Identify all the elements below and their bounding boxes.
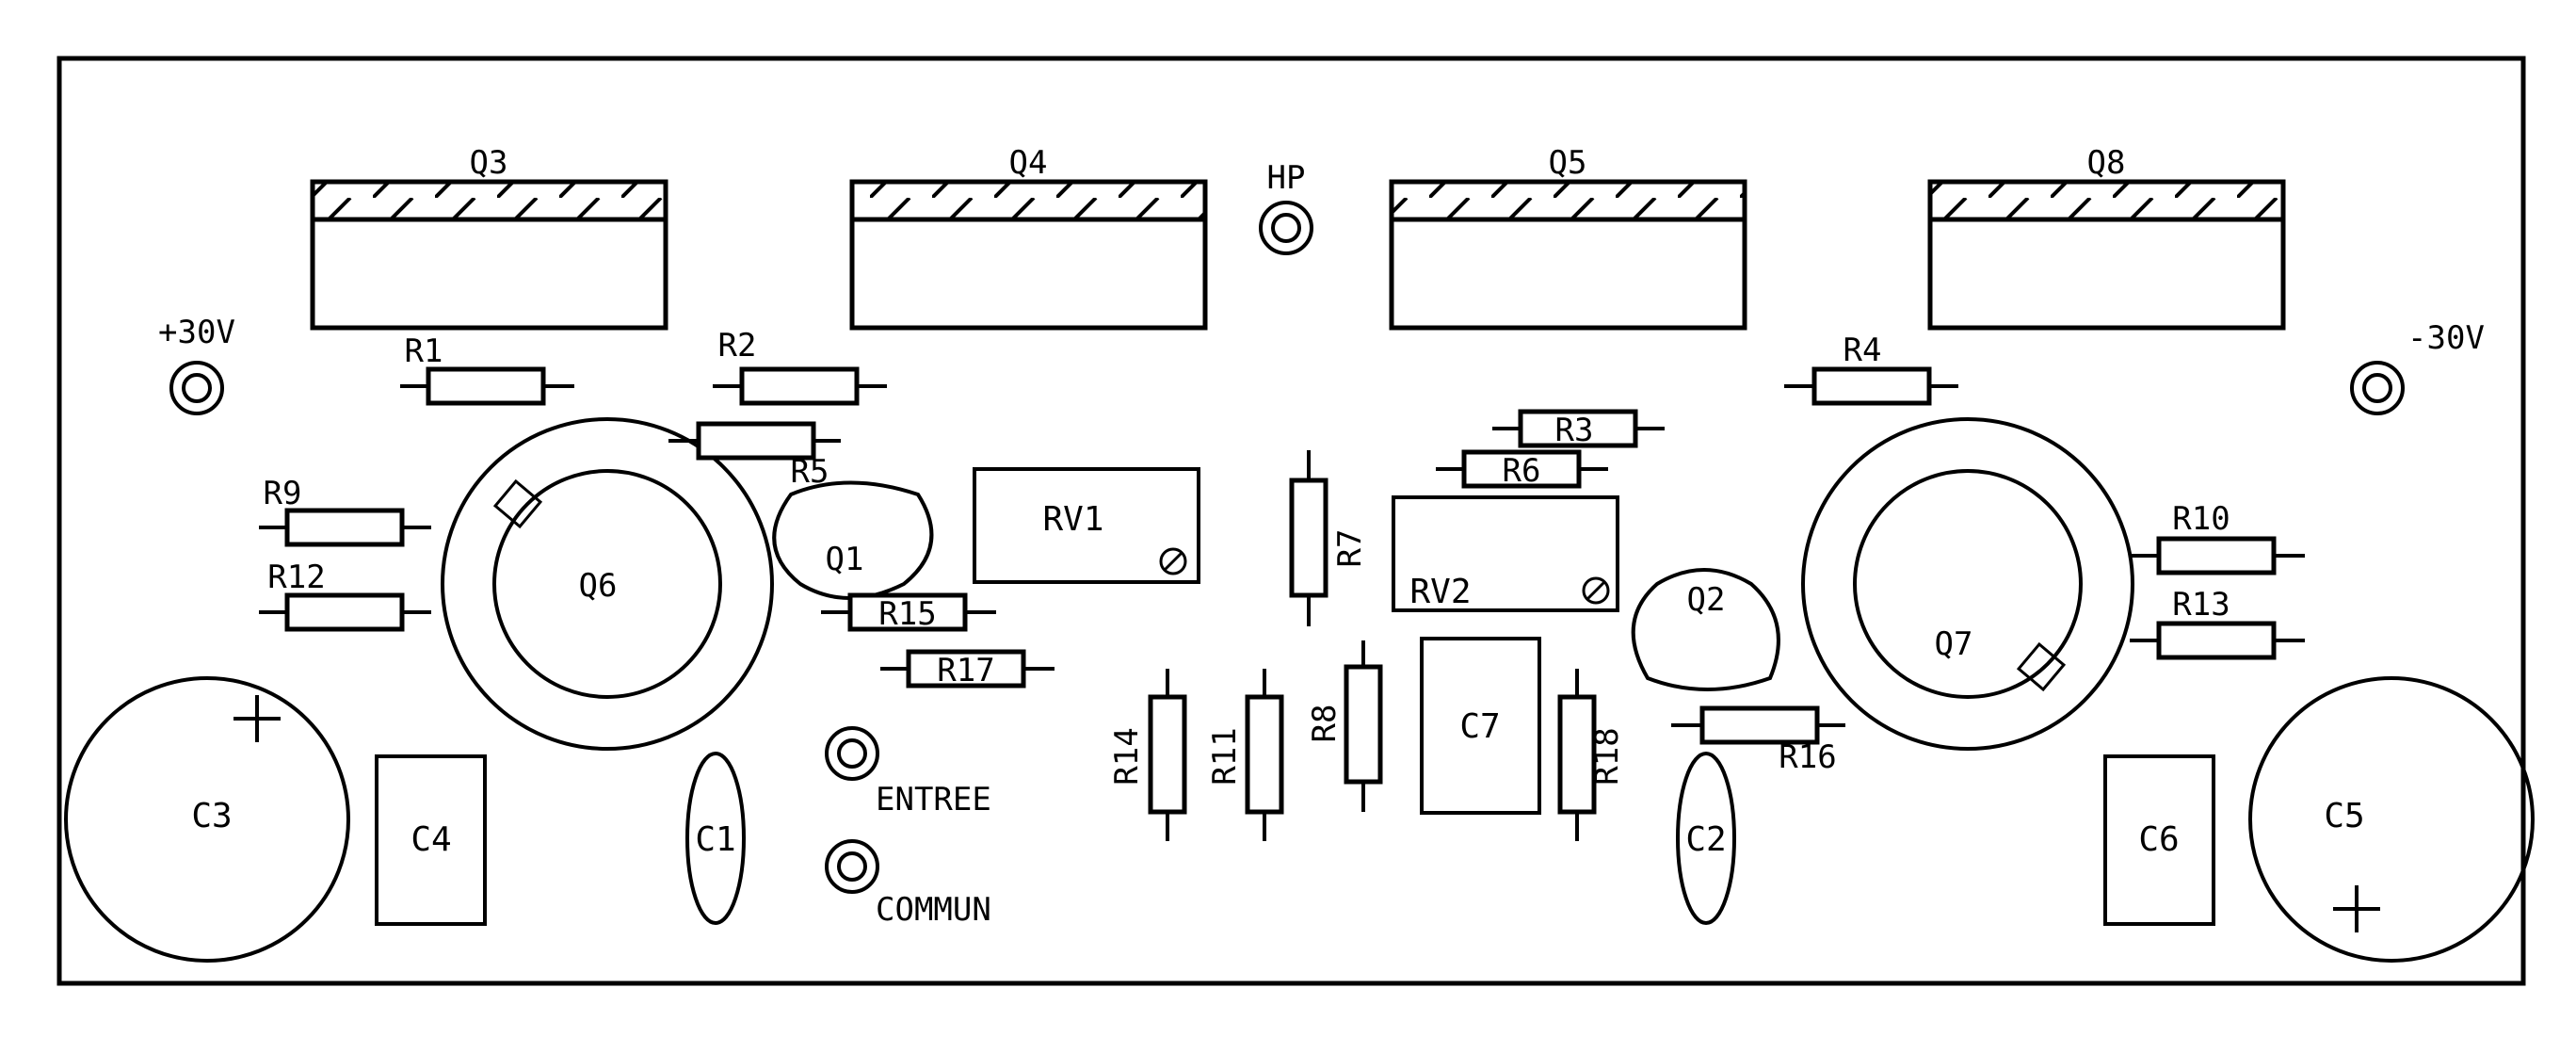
capacitor-c6: C6 bbox=[2103, 754, 2215, 926]
plus30v-label: +30V bbox=[158, 314, 235, 351]
commun-label: COMMUN bbox=[876, 891, 991, 929]
resistor-r10: R10 bbox=[2130, 500, 2305, 575]
c6-label: C6 bbox=[2138, 820, 2179, 859]
r14-label: R14 bbox=[1108, 727, 1146, 785]
c7-label: C7 bbox=[1459, 707, 1500, 746]
r5-label: R5 bbox=[791, 453, 829, 491]
terminal-plus30v: +30V bbox=[158, 314, 235, 415]
minus30v-label: -30V bbox=[2407, 319, 2485, 357]
q7-label: Q7 bbox=[1935, 625, 1973, 663]
r4-label: R4 bbox=[1843, 332, 1882, 369]
resistor-r16: R16 bbox=[1671, 705, 1845, 776]
resistor-r4: R4 bbox=[1784, 332, 1958, 406]
r15-label: R15 bbox=[878, 595, 936, 633]
rv2-label: RV2 bbox=[1409, 573, 1471, 611]
q2-label: Q2 bbox=[1687, 581, 1726, 619]
resistor-r12: R12 bbox=[259, 559, 431, 632]
r18-label: R18 bbox=[1588, 727, 1626, 785]
transistor-q2: Q2 bbox=[1631, 568, 1780, 691]
terminal-minus30v: -30V bbox=[2350, 319, 2485, 415]
resistor-r2: R2 bbox=[713, 327, 887, 406]
resistor-r8: R8 bbox=[1306, 640, 1383, 812]
pot-rv1: RV1 bbox=[973, 467, 1200, 584]
transistor-q6: Q6 bbox=[441, 417, 774, 751]
capacitor-c2: C2 bbox=[1676, 752, 1736, 925]
resistor-r3: R3 bbox=[1492, 409, 1665, 449]
r9-label: R9 bbox=[264, 475, 302, 512]
c3-label: C3 bbox=[191, 797, 232, 835]
resistor-r7: R7 bbox=[1289, 450, 1369, 626]
r17-label: R17 bbox=[937, 652, 994, 689]
resistor-r13: R13 bbox=[2130, 586, 2305, 660]
r2-label: R2 bbox=[718, 327, 757, 365]
r7-label: R7 bbox=[1331, 529, 1369, 568]
power-transistor-q3: Q3 bbox=[310, 144, 668, 331]
power-transistor-q4: Q4 bbox=[849, 144, 1208, 331]
c1-label: C1 bbox=[695, 820, 735, 859]
resistor-r5: R5 bbox=[668, 421, 841, 491]
rv1-label: RV1 bbox=[1042, 500, 1103, 539]
entree-label: ENTREE bbox=[876, 781, 991, 818]
resistor-r1: R1 bbox=[400, 332, 574, 406]
transistor-q7: Q7 bbox=[1801, 417, 2134, 751]
c2-label: C2 bbox=[1685, 820, 1726, 859]
r11-label: R11 bbox=[1206, 727, 1244, 785]
q5-label: Q5 bbox=[1549, 144, 1587, 182]
capacitor-c1: C1 bbox=[685, 752, 746, 925]
power-transistor-q8: Q8 bbox=[1927, 144, 2286, 331]
capacitor-c7: C7 bbox=[1420, 637, 1541, 815]
q1-label: Q1 bbox=[826, 541, 864, 578]
resistor-r11: R11 bbox=[1206, 669, 1284, 841]
r3-label: R3 bbox=[1555, 412, 1594, 449]
r13-label: R13 bbox=[2172, 586, 2230, 624]
capacitor-c3: C3 bbox=[64, 676, 350, 963]
transistor-q1: Q1 bbox=[772, 480, 934, 600]
resistor-r6: R6 bbox=[1436, 449, 1608, 490]
terminal-entree: ENTREE bbox=[825, 726, 991, 818]
resistor-r15: R15 bbox=[821, 592, 996, 633]
resistor-r18: R18 bbox=[1557, 669, 1626, 841]
c4-label: C4 bbox=[411, 820, 451, 859]
terminal-commun: COMMUN bbox=[825, 839, 991, 929]
q8-label: Q8 bbox=[2087, 144, 2126, 182]
capacitor-c4: C4 bbox=[375, 754, 487, 926]
q6-label: Q6 bbox=[579, 567, 618, 605]
r16-label: R16 bbox=[1779, 738, 1836, 776]
r10-label: R10 bbox=[2172, 500, 2230, 538]
c5-label: C5 bbox=[2324, 797, 2364, 835]
hp-label: HP bbox=[1267, 159, 1306, 197]
q3-label: Q3 bbox=[470, 144, 508, 182]
resistor-r14: R14 bbox=[1108, 669, 1187, 841]
r12-label: R12 bbox=[267, 559, 325, 596]
q4-label: Q4 bbox=[1009, 144, 1048, 182]
terminal-hp: HP bbox=[1259, 159, 1313, 255]
r6-label: R6 bbox=[1503, 452, 1541, 490]
r1-label: R1 bbox=[405, 332, 443, 370]
capacitor-c5: C5 bbox=[2248, 676, 2535, 963]
resistor-r17: R17 bbox=[880, 649, 1055, 689]
r8-label: R8 bbox=[1306, 705, 1344, 743]
power-transistor-q5: Q5 bbox=[1389, 144, 1747, 331]
pot-rv2: RV2 bbox=[1392, 495, 1619, 612]
resistor-r9: R9 bbox=[259, 475, 431, 547]
